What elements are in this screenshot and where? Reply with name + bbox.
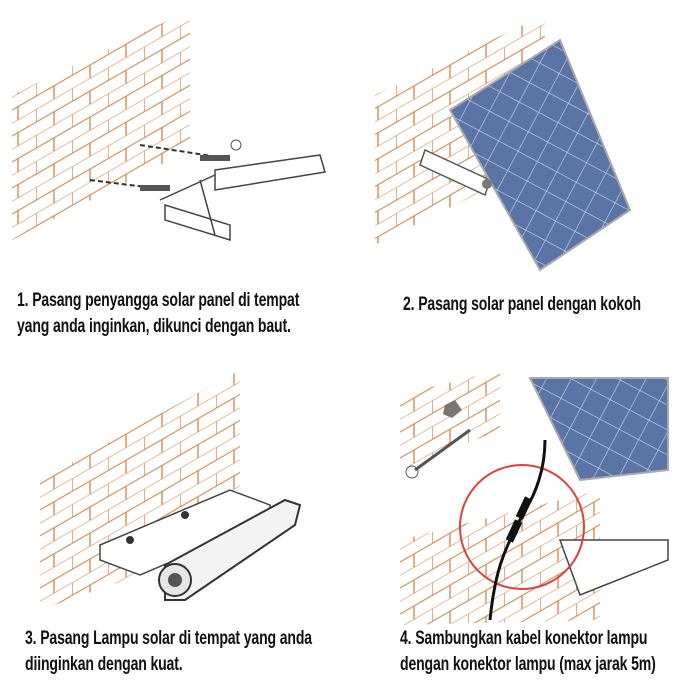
step2-caption-line1: 2. Pasang solar panel dengan kokoh [403, 294, 641, 315]
step3-illustration [40, 370, 302, 610]
step3-caption-line2: diinginkan dengan kuat. [25, 654, 183, 675]
wall-bracket [159, 154, 326, 242]
bolt-icon [140, 185, 170, 191]
step2-illustration [375, 15, 632, 272]
step4-illustration [400, 370, 669, 625]
step1-caption-line2: yang anda inginkan, dikunci dengan baut. [17, 316, 291, 337]
step1-caption: 1. Pasang penyangga solar panel di tempa… [17, 288, 299, 340]
solar-lamp [164, 498, 302, 601]
brick-wall [400, 370, 500, 470]
step3-caption: 3. Pasang Lampu solar di tempat yang and… [25, 626, 312, 678]
bolt-icon [200, 155, 230, 161]
brick-wall [12, 10, 190, 240]
connector-highlight-circle [459, 464, 585, 590]
solar-panel [528, 377, 669, 482]
step1-caption-line1: 1. Pasang penyangga solar panel di tempa… [17, 290, 300, 311]
step4-caption: 4. Sambungkan kabel konektor lampu denga… [400, 626, 656, 678]
step2-caption: 2. Pasang solar panel dengan kokoh [403, 292, 641, 318]
solar-panel [448, 38, 632, 272]
step4-caption-line2: dengan konektor lampu (max jarak 5m) [400, 654, 656, 675]
brick-wall [400, 490, 600, 625]
brick-wall [375, 15, 545, 245]
step4-caption-line1: 4. Sambungkan kabel konektor lampu [400, 628, 648, 649]
step3-caption-line1: 3. Pasang Lampu solar di tempat yang and… [25, 628, 312, 649]
step1-illustration [12, 10, 326, 242]
